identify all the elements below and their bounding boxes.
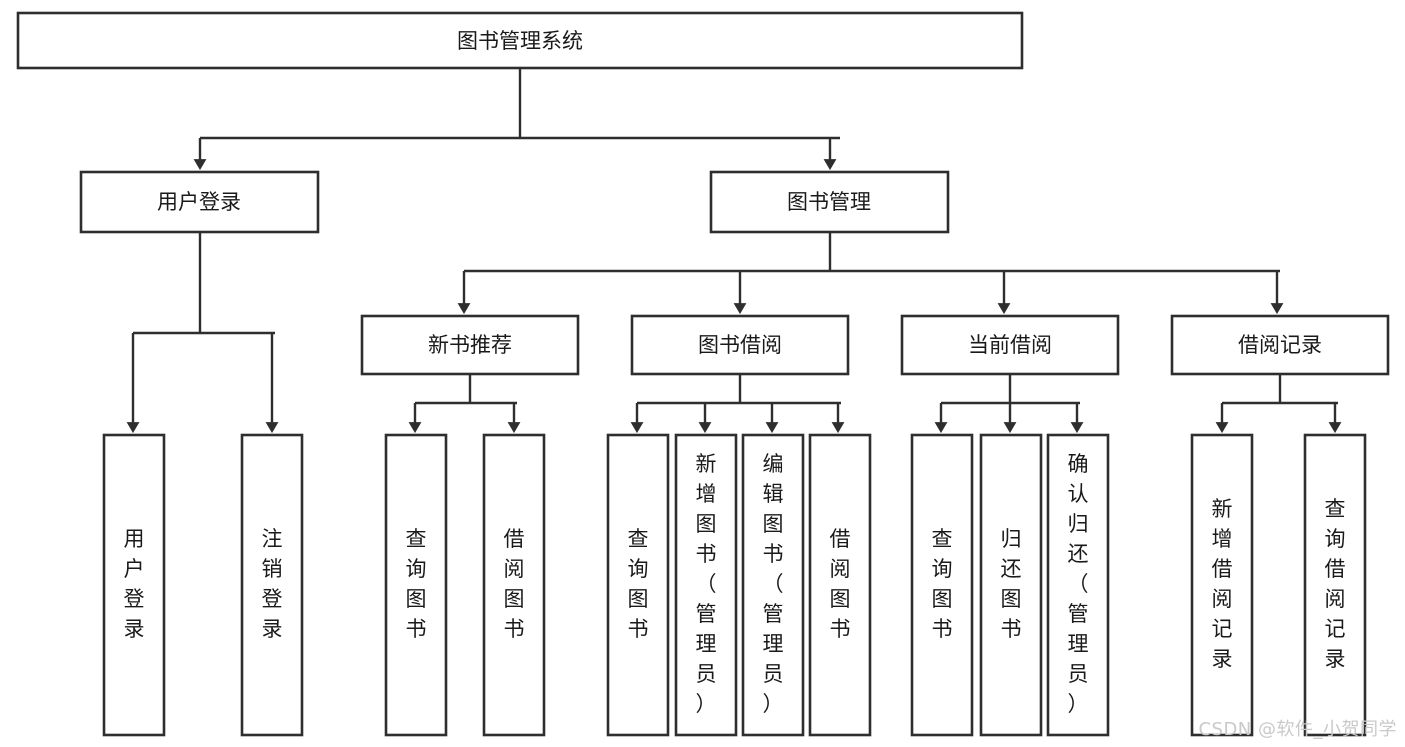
node-book-manage[interactable]: 图书管理 xyxy=(709,170,950,234)
node-borrow-record-box[interactable] xyxy=(1170,314,1390,376)
node-leaf-query-record-box[interactable] xyxy=(1303,433,1367,737)
node-leaf-query-book-3-label: 查询图书 xyxy=(932,527,953,641)
node-book-borrow-box[interactable] xyxy=(630,314,850,376)
node-root-label: 图书管理系统 xyxy=(457,29,583,53)
node-leaf-return-book[interactable]: 归还图书 xyxy=(979,433,1043,737)
node-leaf-confirm-return[interactable]: 确认归还（管理员） xyxy=(1046,433,1110,737)
node-leaf-logout-box[interactable] xyxy=(240,433,304,737)
node-leaf-add-book-box[interactable] xyxy=(674,433,738,737)
node-leaf-edit-book[interactable]: 编辑图书（管理员） xyxy=(741,433,805,737)
node-leaf-borrow-book-2-label: 借阅图书 xyxy=(830,527,851,641)
node-root[interactable]: 图书管理系统 xyxy=(16,11,1024,70)
node-root-box[interactable] xyxy=(16,11,1024,70)
node-leaf-query-book-1-box[interactable] xyxy=(384,433,448,737)
node-leaf-query-book-3-box[interactable] xyxy=(910,433,974,737)
node-user-login-label: 用户登录 xyxy=(157,190,241,214)
node-leaf-query-book-1-label: 查询图书 xyxy=(406,527,427,641)
node-leaf-query-book-2-box[interactable] xyxy=(606,433,670,737)
node-leaf-add-record[interactable]: 新增借阅记录 xyxy=(1190,433,1254,737)
node-leaf-add-book-label: 新增图书（管理员） xyxy=(696,452,717,716)
node-current-borrow-label: 当前借阅 xyxy=(968,333,1052,357)
node-leaf-user-login-label: 用户登录 xyxy=(124,527,145,641)
node-leaf-add-record-box[interactable] xyxy=(1190,433,1254,737)
node-leaf-add-record-label: 新增借阅记录 xyxy=(1212,497,1233,671)
node-leaf-query-book-2-label: 查询图书 xyxy=(628,527,649,641)
node-leaf-logout[interactable]: 注销登录 xyxy=(240,433,304,737)
node-book-manage-label: 图书管理 xyxy=(787,190,871,214)
node-book-borrow[interactable]: 图书借阅 xyxy=(630,314,850,376)
node-user-login[interactable]: 用户登录 xyxy=(79,170,320,234)
node-current-borrow[interactable]: 当前借阅 xyxy=(900,314,1120,376)
node-leaf-user-login[interactable]: 用户登录 xyxy=(102,433,166,737)
node-current-borrow-box[interactable] xyxy=(900,314,1120,376)
node-leaf-borrow-book-2[interactable]: 借阅图书 xyxy=(808,433,872,737)
node-leaf-confirm-return-label: 确认归还（管理员） xyxy=(1068,452,1089,716)
node-leaf-borrow-book-1[interactable]: 借阅图书 xyxy=(482,433,546,737)
node-leaf-query-book-1[interactable]: 查询图书 xyxy=(384,433,448,737)
node-new-book-recommend-box[interactable] xyxy=(360,314,580,376)
node-leaf-edit-book-label: 编辑图书（管理员） xyxy=(763,452,784,716)
node-borrow-record-label: 借阅记录 xyxy=(1238,333,1322,357)
node-leaf-query-book-2[interactable]: 查询图书 xyxy=(606,433,670,737)
node-leaf-logout-label: 注销登录 xyxy=(262,527,283,641)
node-leaf-confirm-return-box[interactable] xyxy=(1046,433,1110,737)
node-user-login-box[interactable] xyxy=(79,170,320,234)
node-book-manage-box[interactable] xyxy=(709,170,950,234)
node-new-book-recommend-label: 新书推荐 xyxy=(428,333,512,357)
node-new-book-recommend[interactable]: 新书推荐 xyxy=(360,314,580,376)
node-leaf-borrow-book-1-box[interactable] xyxy=(482,433,546,737)
node-leaf-add-book[interactable]: 新增图书（管理员） xyxy=(674,433,738,737)
node-leaf-borrow-book-1-label: 借阅图书 xyxy=(504,527,525,641)
node-borrow-record[interactable]: 借阅记录 xyxy=(1170,314,1390,376)
node-leaf-user-login-box[interactable] xyxy=(102,433,166,737)
node-leaf-query-record[interactable]: 查询借阅记录 xyxy=(1303,433,1367,737)
node-book-borrow-label: 图书借阅 xyxy=(698,333,782,357)
node-leaf-return-book-box[interactable] xyxy=(979,433,1043,737)
node-leaf-query-book-3[interactable]: 查询图书 xyxy=(910,433,974,737)
node-leaf-return-book-label: 归还图书 xyxy=(1001,527,1022,641)
node-leaf-borrow-book-2-box[interactable] xyxy=(808,433,872,737)
node-leaf-edit-book-box[interactable] xyxy=(741,433,805,737)
csdn-watermark: CSDN @软件_小贺同学 xyxy=(1198,719,1397,740)
node-leaf-query-record-label: 查询借阅记录 xyxy=(1325,497,1346,671)
edge-layer xyxy=(126,68,1342,434)
